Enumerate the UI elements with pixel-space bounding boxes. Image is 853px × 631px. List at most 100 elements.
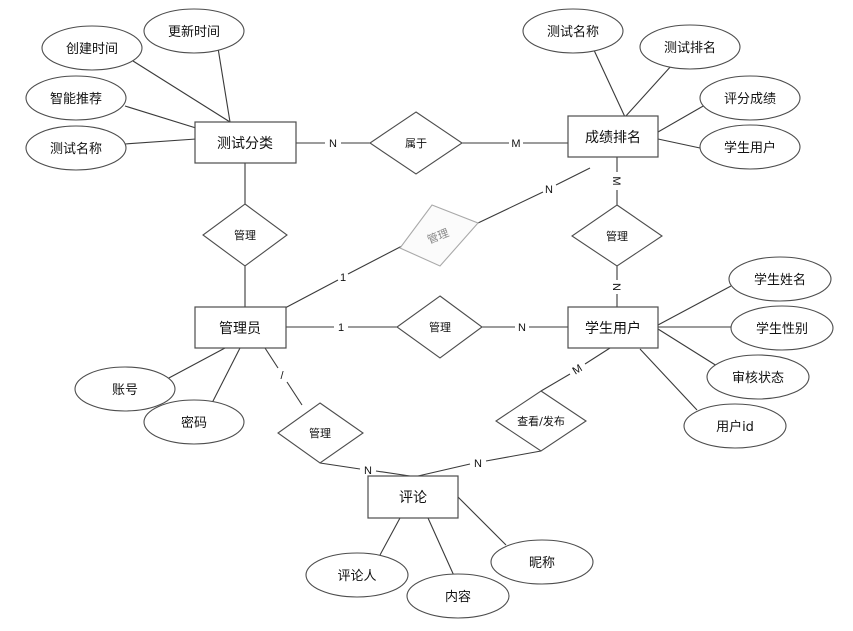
rel-student-manages-rank-label: 管理 [606, 229, 628, 243]
entity-student-user-label: 学生用户 [585, 320, 641, 337]
edge-category-test-name [124, 138, 197, 145]
edge-comment-nickname [457, 496, 507, 546]
rel-admin-manages-category-label: 管理 [234, 228, 256, 242]
attr-student-name: 学生姓名 [728, 256, 832, 302]
edge-category-update-time [217, 47, 231, 123]
rel-student-manages-rank: 管理 [571, 204, 663, 267]
entities: 测试分类 成绩排名 管理员 学生用户 评论 [194, 115, 659, 519]
relationships: 属于 管理 管理 管理 管理 管理 查看/发布 [202, 111, 663, 464]
card-rank-manage-diag: N [545, 184, 553, 196]
attr-nickname-label: 昵称 [529, 556, 555, 571]
card-admin-manage-diag: 1 [340, 272, 346, 284]
entity-admin: 管理员 [194, 306, 287, 349]
edge-rank-test-rank [624, 64, 673, 118]
attr-category-test-name: 测试名称 [25, 125, 127, 171]
card-student-manage-admin: N [518, 322, 526, 334]
entity-test-category-label: 测试分类 [217, 136, 273, 152]
entity-score-rank-label: 成绩排名 [585, 130, 641, 146]
rel-admin-manages-student: 管理 [396, 295, 483, 359]
edge-rank-test-name [592, 47, 626, 118]
attr-password: 密码 [143, 399, 245, 445]
edge-admin-account [166, 347, 226, 380]
edge-student-name [657, 285, 732, 326]
attr-test-rank: 测试排名 [639, 24, 741, 70]
edge-comment-content [427, 517, 456, 579]
rel-admin-manages-comment-label: 管理 [309, 426, 331, 440]
attr-create-time-label: 创建时间 [66, 42, 118, 57]
edge-rank-student-user [657, 138, 701, 149]
edge-admin-manage-diag [284, 279, 339, 309]
edge-admin-manage-diag-2 [347, 245, 403, 275]
attr-user-id: 用户id [683, 403, 787, 449]
card-category-belongs: N [329, 138, 337, 150]
edge-manage-diag-rank [477, 191, 544, 224]
attr-student-gender: 学生性别 [730, 305, 834, 351]
attr-account-label: 账号 [112, 383, 138, 398]
attr-update-time-label: 更新时间 [168, 24, 220, 40]
attr-user-id-label: 用户id [716, 419, 754, 435]
card-comment-admin: N [364, 465, 372, 477]
edge-category-smart-recommend [124, 105, 197, 129]
rel-admin-manages-rank: 管理 [399, 204, 479, 267]
attr-content: 内容 [406, 573, 510, 619]
edge-category-create-time [132, 60, 231, 123]
attr-student-gender-label: 学生性别 [756, 321, 808, 337]
attr-rank-student-user-label: 学生用户 [724, 140, 776, 156]
edge-admin-manage-comment [264, 347, 279, 369]
rel-view-publish: 查看/发布 [495, 390, 587, 452]
edge-admin-password [210, 347, 241, 406]
attr-commenter: 评论人 [305, 552, 409, 598]
edge-rank-score [657, 104, 706, 133]
edge-manage-diag-rank-2 [555, 167, 591, 186]
attr-nickname: 昵称 [490, 539, 594, 585]
attr-account: 账号 [74, 366, 176, 412]
attr-review-status-label: 审核状态 [732, 371, 784, 386]
card-admin-manage-student: 1 [338, 322, 344, 334]
attr-review-status: 审核状态 [706, 354, 810, 400]
edge-student-userid [639, 348, 698, 411]
card-rank-manage-vert: M [610, 176, 622, 185]
edge-student-review [657, 328, 718, 367]
attr-password-label: 密码 [181, 415, 207, 431]
entity-comment: 评论 [367, 475, 459, 519]
attr-score: 评分成绩 [699, 75, 801, 121]
attr-test-rank-label: 测试排名 [664, 40, 716, 56]
edge-view-comment-2 [417, 463, 471, 477]
attr-rank-test-name-label: 测试名称 [547, 24, 599, 40]
attr-rank-test-name: 测试名称 [522, 8, 624, 54]
attr-rank-student-user: 学生用户 [699, 124, 801, 170]
edge-manage-comment [319, 462, 361, 470]
attributes: 创建时间 更新时间 智能推荐 测试名称 测试名称 测试排名 评分成绩 学生用户 [25, 8, 834, 619]
entity-student-user: 学生用户 [567, 306, 659, 349]
attr-score-label: 评分成绩 [724, 92, 776, 107]
card-rank-belongs: M [511, 138, 520, 150]
edge-manage-comment-2 [375, 470, 411, 477]
attr-commenter-label: 评论人 [337, 569, 376, 584]
attr-smart-recommend-label: 智能推荐 [50, 92, 102, 107]
entity-score-rank: 成绩排名 [567, 115, 659, 158]
card-comment-student: N [474, 458, 482, 470]
attr-update-time: 更新时间 [143, 8, 245, 54]
card-admin-comment: / [280, 370, 284, 382]
edge-comment-commenter [379, 517, 401, 556]
attr-create-time: 创建时间 [41, 25, 143, 71]
edge-student-view [584, 347, 611, 365]
edge-admin-manage-comment-2 [286, 381, 303, 406]
attr-category-test-name-label: 测试名称 [50, 141, 102, 157]
card-student-manage-vert: N [610, 283, 622, 291]
rel-admin-manages-comment: 管理 [277, 402, 364, 464]
rel-view-publish-label: 查看/发布 [517, 414, 565, 428]
entity-admin-label: 管理员 [219, 321, 261, 337]
edge-view-comment [485, 450, 542, 462]
rel-admin-manages-student-label: 管理 [429, 320, 451, 334]
edges [124, 47, 732, 579]
entity-test-category: 测试分类 [194, 121, 297, 164]
rel-belongs-to: 属于 [369, 111, 463, 175]
card-student-comment: M [570, 362, 584, 377]
edge-student-view-2 [540, 373, 571, 392]
entity-comment-label: 评论 [399, 490, 427, 506]
attr-student-name-label: 学生姓名 [754, 272, 806, 288]
rel-belongs-to-label: 属于 [405, 137, 427, 150]
attr-smart-recommend: 智能推荐 [25, 75, 127, 121]
